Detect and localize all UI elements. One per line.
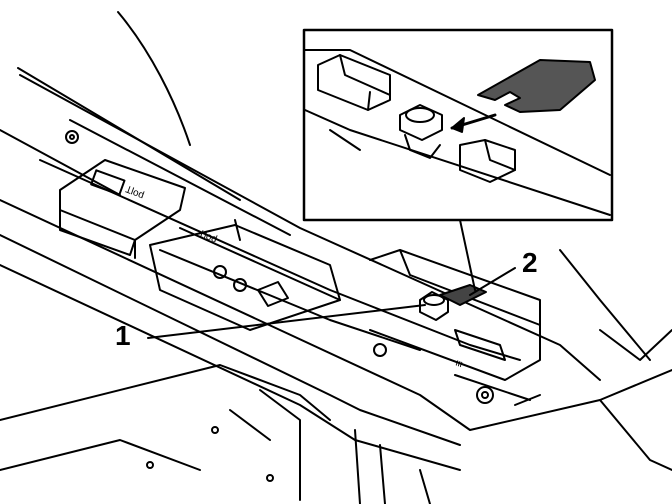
callout-2-leader (469, 267, 516, 296)
left-panel-edge-2 (0, 129, 121, 196)
rail-body (0, 74, 672, 471)
stamped-tag-center: Ʇlod (197, 228, 219, 245)
floor-plate (0, 364, 331, 501)
inset-leader-line (459, 219, 476, 291)
right-mount-block (369, 249, 541, 406)
left-mount-block (59, 130, 186, 259)
rail-bolt (419, 291, 449, 321)
upper-panel-arc (117, 11, 191, 146)
right-lower-panel (354, 249, 672, 504)
callout-1-leader (147, 304, 426, 339)
callout-1-label: 1 (115, 320, 131, 351)
stamped-marks-right: ιιι (454, 357, 464, 370)
callout-2-label: 2 (522, 247, 538, 278)
gasket-piece-icon (477, 59, 596, 113)
inset-detail (304, 49, 611, 216)
center-bracket (149, 219, 341, 331)
